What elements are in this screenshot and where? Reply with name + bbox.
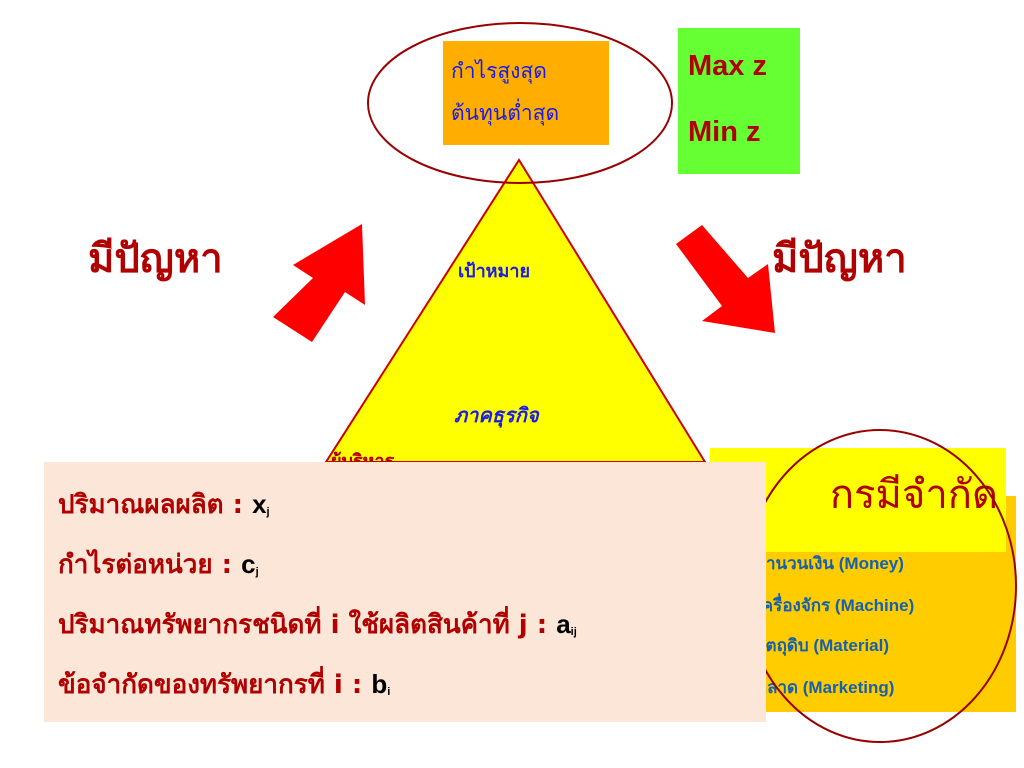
resource-limit-label: กรมีจำกัด xyxy=(829,472,998,518)
definition-text: ปริมาณทรัพยากรชนิดที่ i ใช้ผลิตสินค้าที่… xyxy=(58,610,557,640)
definition-subscript: j xyxy=(255,566,259,578)
problem-right-label: มีปัญหา xyxy=(772,235,907,282)
definition-line: ปริมาณผลผลิต : xj xyxy=(58,484,270,525)
objective-min: Min z xyxy=(688,116,761,148)
goal-min-cost: ต้นทุนต่ำสุด xyxy=(451,101,560,125)
triangle-goal-label: เป้าหมาย xyxy=(458,261,531,282)
definition-subscript: i xyxy=(387,686,391,698)
problem-left-label: มีปัญหา xyxy=(88,235,223,282)
definitions-box: ปริมาณผลผลิต : xj กำไรต่อหน่วย : cj ปริม… xyxy=(44,462,766,722)
definition-text: กำไรต่อหน่วย : xyxy=(58,550,242,580)
definition-subscript: j xyxy=(266,506,270,518)
resource-item: เครื่องจักร (Machine) xyxy=(756,596,915,615)
definition-text: ปริมาณผลผลิต : xyxy=(58,490,253,520)
definition-variable: b xyxy=(371,669,388,699)
definition-subscript: ij xyxy=(570,626,577,638)
definition-line: ปริมาณทรัพยากรชนิดที่ i ใช้ผลิตสินค้าที่… xyxy=(58,604,577,645)
goal-box: กำไรสูงสุด ต้นทุนต่ำสุด xyxy=(443,41,609,145)
triangle-business-label: ภาคธุรกิจ xyxy=(454,403,539,427)
resource-item: วัตถุดิบ (Material) xyxy=(756,636,890,655)
arrow-down-icon xyxy=(676,225,775,333)
definition-variable: x xyxy=(252,489,267,519)
definition-line: ข้อจำกัดของทรัพยากรที่ i : bi xyxy=(58,664,390,705)
definition-line: กำไรต่อหน่วย : cj xyxy=(58,544,259,585)
resource-item: จำนวนเงิน (Money) xyxy=(756,554,904,573)
objective-box: Max z Min z xyxy=(678,28,800,174)
goal-ellipse xyxy=(367,22,673,184)
definition-variable: a xyxy=(556,609,571,639)
arrow-up-icon xyxy=(273,224,365,342)
resource-item: ตลาด (Marketing) xyxy=(756,678,895,697)
definition-text: ข้อจำกัดของทรัพยากรที่ i : xyxy=(58,670,372,700)
goal-max-profit: กำไรสูงสุด xyxy=(451,59,547,83)
objective-max: Max z xyxy=(688,50,767,82)
definition-variable: c xyxy=(241,549,256,579)
